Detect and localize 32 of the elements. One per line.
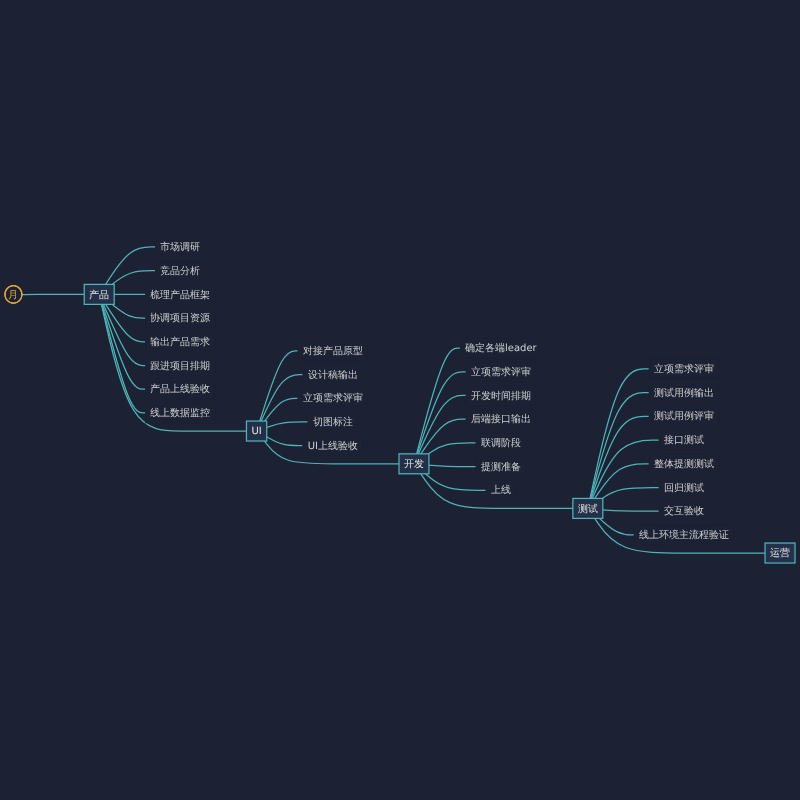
connector	[417, 394, 467, 455]
connector	[259, 350, 299, 422]
connector	[260, 373, 304, 422]
connector	[263, 397, 299, 422]
connector	[428, 464, 477, 468]
connector	[416, 371, 467, 455]
connector	[598, 517, 635, 536]
connector	[424, 473, 487, 491]
connector	[101, 303, 146, 390]
connector	[589, 392, 650, 500]
connector	[113, 293, 146, 296]
connector	[415, 347, 461, 455]
connector	[111, 270, 156, 286]
connector	[594, 463, 650, 500]
connector	[590, 415, 650, 500]
connector	[589, 368, 650, 500]
connector	[105, 303, 146, 343]
connector	[263, 440, 400, 465]
connector	[102, 303, 146, 367]
connector	[594, 517, 766, 554]
connector	[591, 439, 660, 500]
connector	[266, 436, 304, 447]
connector	[21, 293, 85, 296]
connector	[420, 418, 467, 455]
connector	[105, 246, 156, 286]
connector	[427, 442, 477, 455]
connector	[420, 473, 574, 510]
connector	[266, 421, 309, 429]
connector	[111, 303, 146, 319]
connector	[101, 303, 146, 414]
connector	[601, 486, 660, 500]
connector	[602, 509, 660, 512]
